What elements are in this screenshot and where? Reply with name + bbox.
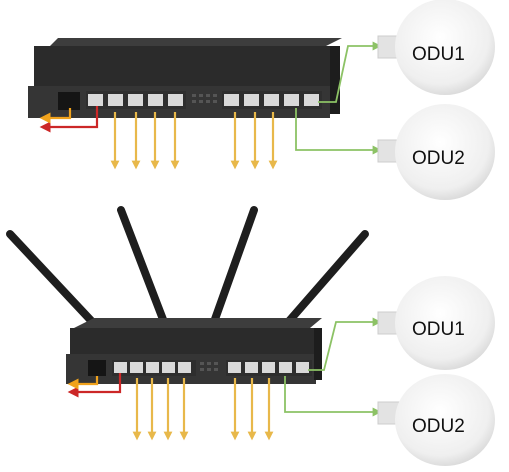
top-router-ports [88,94,319,106]
ethernet-port [304,94,319,106]
ethernet-port [88,94,103,106]
top-router-side [330,46,340,114]
bottom-router-lid [74,318,322,328]
top-router-body [34,46,332,86]
ethernet-port [244,94,259,106]
bottom-power-socket [88,360,106,376]
ethernet-port [114,362,127,373]
ethernet-port [130,362,143,373]
top-lan-arrows [110,112,278,170]
bottom-odu1: ODU1 [377,276,495,370]
ethernet-port [148,94,163,106]
ethernet-port [162,362,175,373]
top-status-leds [192,94,217,103]
top-router-lid [50,38,342,46]
bottom-link-odu2 [284,376,382,417]
antenna [6,230,102,332]
top-link-odu2 [295,108,382,155]
odu-dish [395,276,495,370]
top-odu1: ODU1 [377,0,495,95]
ethernet-port [178,362,191,373]
antenna [117,206,168,326]
odu-dish [395,374,495,466]
ethernet-port [279,362,292,373]
ethernet-port [245,362,258,373]
top-power-arrow-orange [39,108,72,124]
odu-dish [395,104,495,200]
top-router [28,38,342,118]
ethernet-port [108,94,123,106]
bottom-router-antennas [6,206,369,332]
ethernet-port [128,94,143,106]
top-link-odu1 [318,41,382,103]
odu-dish [395,0,495,95]
antenna [279,230,369,332]
bottom-odu2: ODU2 [377,374,495,466]
odu1-label: ODU1 [412,44,465,65]
bottom-power-arrow-orange [67,376,99,390]
top-wan-arrow-red [39,106,99,133]
bottom-wan-arrow-red [67,373,122,398]
bottom-status-leds [200,362,218,371]
ethernet-port [264,94,279,106]
odu2-label: ODU2 [412,148,465,169]
top-odu2: ODU2 [377,104,495,200]
bottom-router-ports [114,362,309,373]
bottom-router-body [70,328,314,354]
ethernet-port [168,94,183,106]
ethernet-port [146,362,159,373]
bottom-router-side [314,328,322,380]
ethernet-port [262,362,275,373]
bottom-link-odu1 [308,317,382,371]
odu2-label: ODU2 [412,416,465,437]
antenna [210,206,258,326]
bottom-router [66,318,322,384]
ethernet-port [296,362,309,373]
ethernet-port [284,94,299,106]
top-power-socket [58,92,80,110]
ethernet-port [224,94,239,106]
bottom-lan-arrows [132,378,274,441]
odu1-label: ODU1 [412,319,465,340]
ethernet-port [228,362,241,373]
